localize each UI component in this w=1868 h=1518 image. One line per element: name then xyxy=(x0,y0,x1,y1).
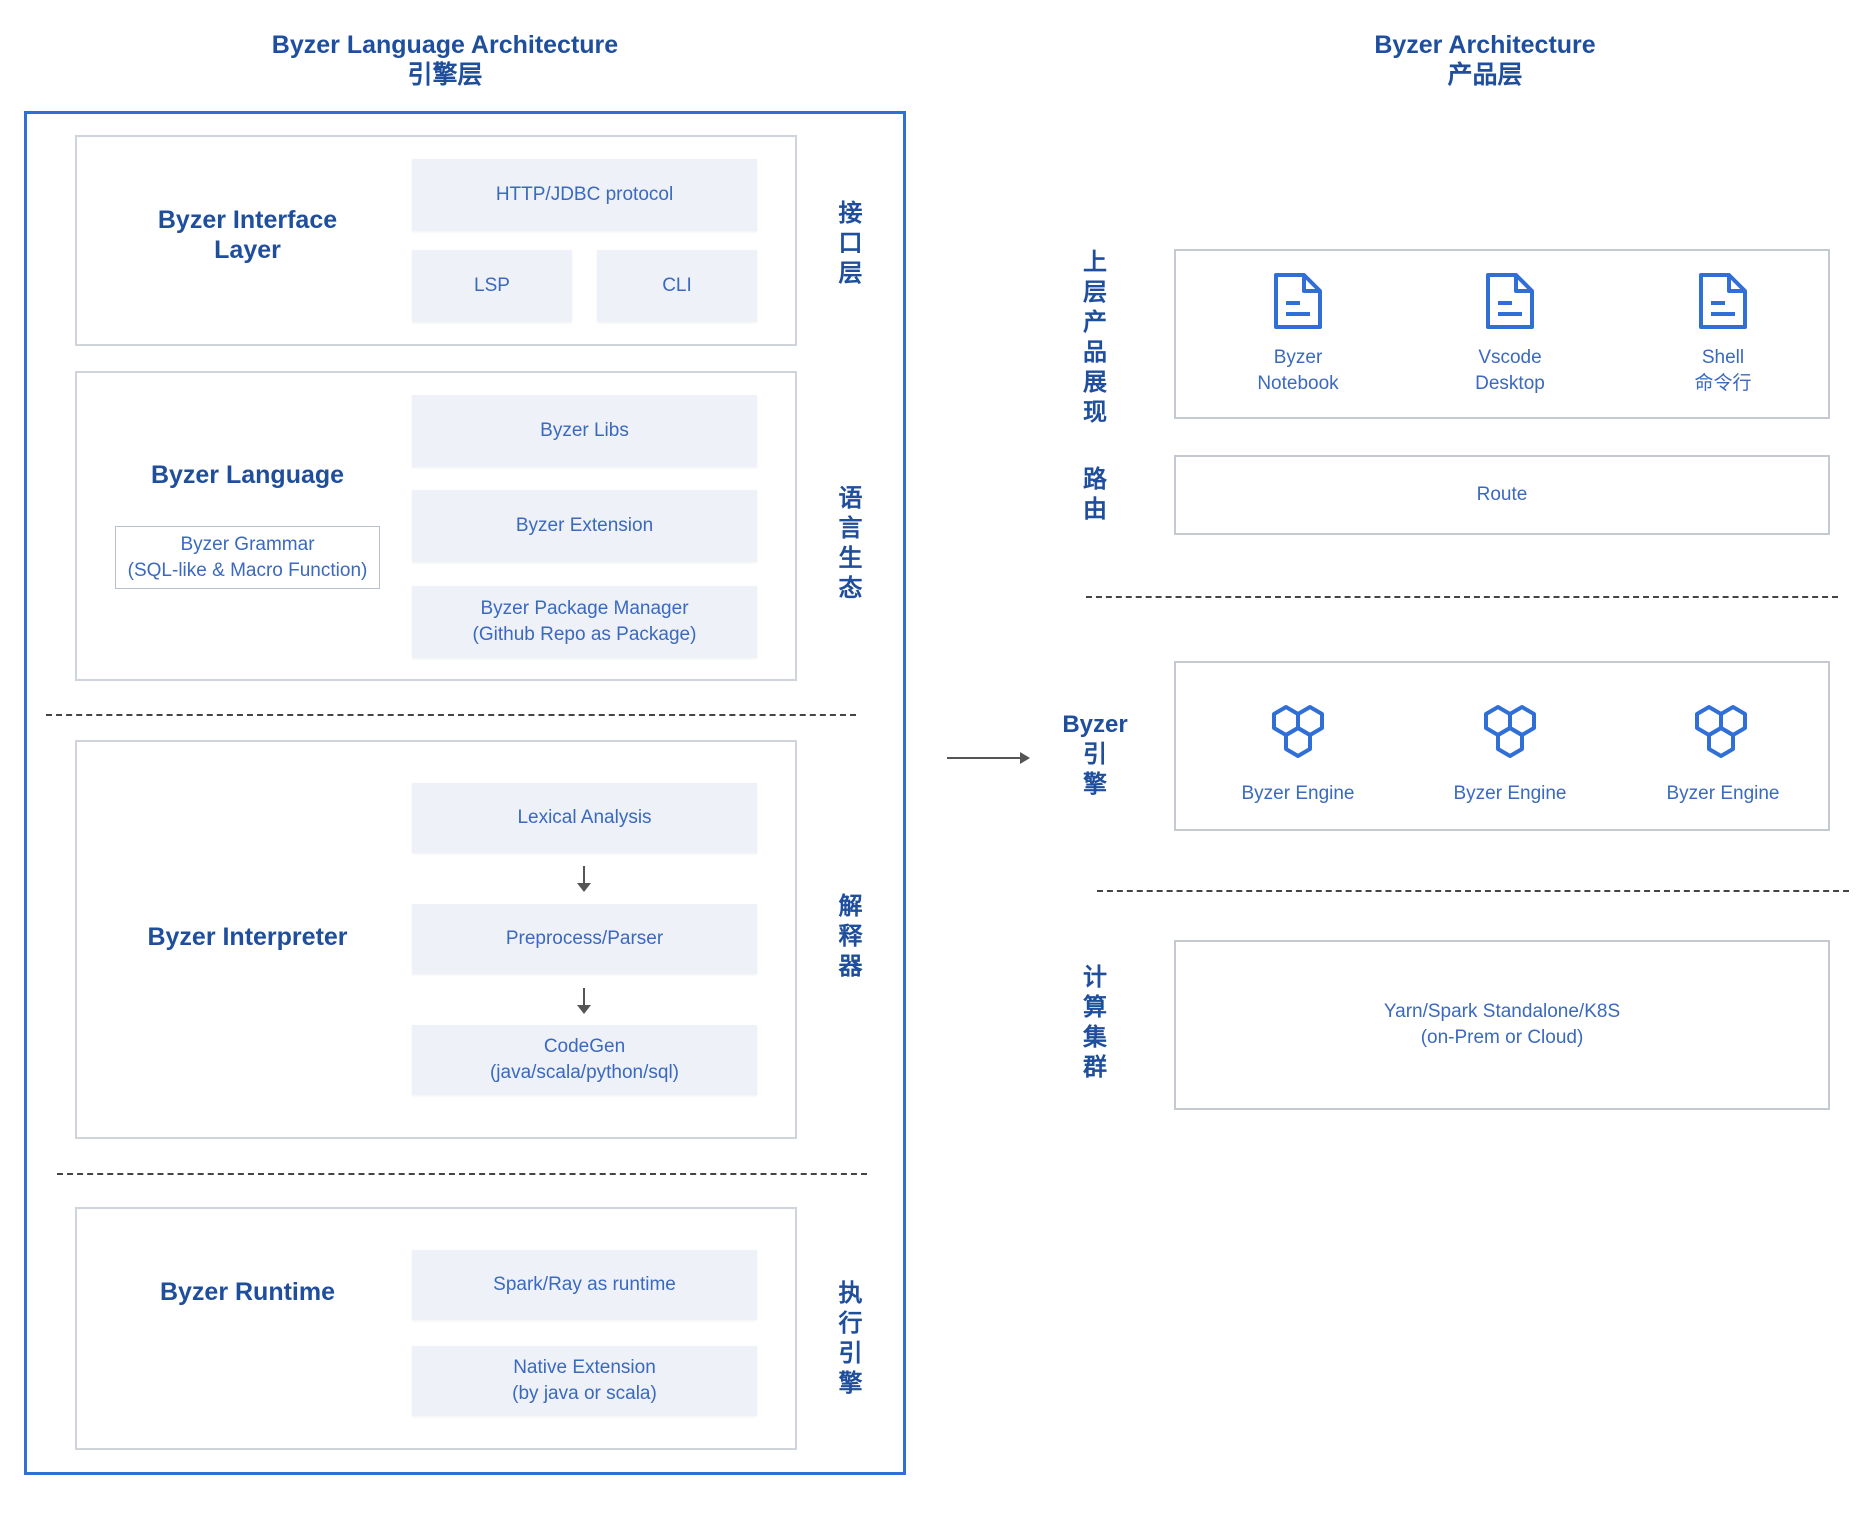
right-title: Byzer Architecture 产品层 xyxy=(1335,30,1635,90)
engine-layer-frame xyxy=(24,111,906,1475)
arrow-down-1 xyxy=(583,866,585,886)
arrowhead-down-2 xyxy=(577,1005,591,1014)
chip-spark-ray-runtime: Spark/Ray as runtime xyxy=(412,1250,757,1320)
side-label-language: 语言生态 xyxy=(834,485,861,605)
connector-arrow-line xyxy=(947,757,1023,759)
byzer-grammar-box: Byzer Grammar (SQL-like & Macro Function… xyxy=(115,526,380,589)
left-title-text: Byzer Language Architecture xyxy=(271,31,619,59)
interface-layer-name: Byzer Interface Layer xyxy=(157,206,338,264)
route-box: Route xyxy=(1174,455,1830,535)
chip-package-manager: Byzer Package Manager (Github Repo as Pa… xyxy=(412,586,757,658)
chip-native-extension: Native Extension (by java or scala) xyxy=(412,1346,757,1416)
item-shell: Shell 命令行 xyxy=(1694,347,1752,394)
cluster-box: Yarn/Spark Standalone/K8S (on-Prem or Cl… xyxy=(1174,940,1830,1110)
chip-http-jdbc: HTTP/JDBC protocol xyxy=(412,159,757,231)
route-text: Route xyxy=(1476,484,1528,505)
shell-doc-icon xyxy=(1699,273,1747,329)
chip-lsp: LSP xyxy=(412,250,572,322)
engine-hex-icon-3 xyxy=(1695,705,1747,758)
item-vscode-desktop: Vscode Desktop xyxy=(1475,347,1545,394)
runtime-layer-name: Byzer Runtime xyxy=(159,1278,336,1306)
chip-cli: CLI xyxy=(597,250,757,322)
chip-lexical-analysis: Lexical Analysis xyxy=(412,783,757,853)
engine-hex-icon-1 xyxy=(1272,705,1324,758)
item-byzer-engine-1: Byzer Engine xyxy=(1241,783,1355,804)
right-subtitle-text: 产品层 xyxy=(1447,61,1523,89)
divider-1 xyxy=(46,714,856,716)
engine-hex-icon-2 xyxy=(1484,705,1536,758)
chip-codegen: CodeGen (java/scala/python/sql) xyxy=(412,1025,757,1095)
item-byzer-notebook: Byzer Notebook xyxy=(1257,347,1339,394)
left-title: Byzer Language Architecture 引擎层 xyxy=(245,30,645,90)
item-byzer-engine-2: Byzer Engine xyxy=(1453,783,1567,804)
notebook-doc-icon xyxy=(1274,273,1322,329)
connector-arrowhead xyxy=(1020,752,1030,764)
row-label-route: 路 由 xyxy=(1083,466,1107,523)
row-label-engine: Byzer 引 擎 xyxy=(1062,711,1128,798)
chip-byzer-extension: Byzer Extension xyxy=(412,490,757,562)
item-byzer-engine-3: Byzer Engine xyxy=(1666,783,1780,804)
side-label-interpreter: 解释器 xyxy=(834,893,861,983)
arrow-down-2 xyxy=(583,988,585,1008)
language-layer-name: Byzer Language xyxy=(150,461,345,489)
interpreter-layer-name: Byzer Interpreter xyxy=(147,923,348,951)
divider-right-1 xyxy=(1086,596,1838,598)
chip-byzer-libs: Byzer Libs xyxy=(412,395,757,467)
chip-preprocess-parser: Preprocess/Parser xyxy=(412,904,757,974)
divider-right-2 xyxy=(1097,890,1849,892)
vscode-doc-icon xyxy=(1486,273,1534,329)
right-title-text: Byzer Architecture xyxy=(1374,31,1596,59)
side-label-runtime: 执行引擎 xyxy=(834,1280,861,1400)
products-box xyxy=(1174,249,1830,419)
cluster-text: Yarn/Spark Standalone/K8S (on-Prem or Cl… xyxy=(1383,1001,1621,1048)
row-label-products: 上 层 产 品 展 现 xyxy=(1083,249,1107,426)
row-label-cluster: 计 算 集 群 xyxy=(1083,964,1107,1081)
arrowhead-down-1 xyxy=(577,883,591,892)
left-subtitle-text: 引擎层 xyxy=(407,61,483,89)
side-label-interface: 接口层 xyxy=(834,200,861,290)
divider-2 xyxy=(57,1173,867,1175)
engines-box xyxy=(1174,661,1830,831)
